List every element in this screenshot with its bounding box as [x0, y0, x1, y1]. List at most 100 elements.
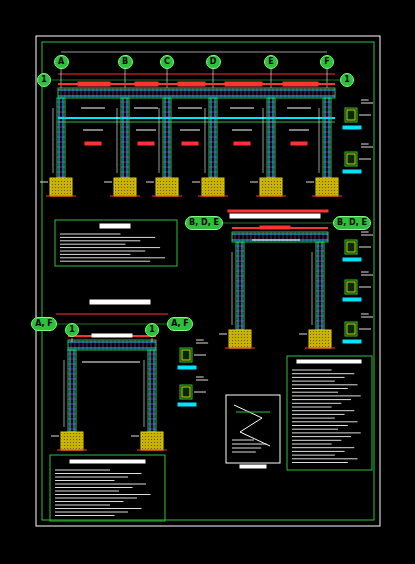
note-mark: [182, 142, 198, 145]
note-line: [292, 451, 345, 452]
axis-bubble: 1: [145, 323, 159, 337]
stirrup: [323, 172, 331, 173]
note-line: [196, 343, 208, 344]
footing: [141, 432, 163, 450]
stirrup: [97, 88, 98, 98]
stirrup: [163, 122, 171, 123]
stirrup: [129, 88, 130, 98]
stirrup: [236, 266, 244, 267]
stirrup: [163, 147, 171, 148]
stirrup: [209, 117, 217, 118]
stirrup: [323, 132, 331, 133]
stirrup: [148, 399, 156, 400]
stirrup: [236, 321, 244, 322]
axis-label: A: [58, 58, 64, 66]
section-stirrup: [347, 324, 355, 334]
section-detail: [180, 385, 192, 399]
leader-line: [359, 329, 371, 330]
stirrup: [119, 340, 120, 350]
stirrup: [321, 88, 322, 98]
stirrup: [163, 107, 171, 108]
tie-beam: [58, 122, 335, 123]
stirrup: [169, 88, 170, 98]
stirrup: [267, 177, 275, 178]
stirrup: [209, 157, 217, 158]
stirrup: [209, 147, 217, 148]
note-mark: [234, 142, 250, 145]
stirrup: [57, 127, 65, 128]
column: [209, 98, 217, 178]
axis-bubble: B, D, E: [333, 216, 371, 230]
stirrup: [57, 152, 65, 153]
dimension-line: [131, 436, 139, 437]
stirrup: [267, 117, 275, 118]
stirrup: [121, 102, 129, 103]
stirrup: [316, 321, 324, 322]
stirrup: [121, 137, 129, 138]
note-line: [55, 498, 137, 499]
stirrup: [285, 88, 286, 98]
footing: [229, 330, 251, 348]
stirrup: [247, 232, 248, 242]
stirrup: [323, 137, 331, 138]
footing-base: [110, 196, 140, 197]
stirrup: [121, 122, 129, 123]
stirrup: [316, 301, 324, 302]
stirrup: [303, 232, 304, 242]
stirrup: [68, 414, 76, 415]
note-line: [232, 448, 261, 449]
stirrup: [91, 340, 92, 350]
note-line: [55, 473, 142, 474]
dimension-line: [319, 108, 320, 173]
dimension-line: [144, 360, 145, 427]
detail-panel: [226, 395, 280, 463]
dimension-line: [40, 182, 48, 183]
stirrup: [201, 88, 202, 98]
stirrup: [236, 326, 244, 327]
stirrup: [163, 152, 171, 153]
section-stirrup: [347, 242, 355, 252]
stirrup: [75, 340, 76, 350]
note-line: [60, 251, 145, 252]
stirrup: [317, 88, 318, 98]
dimension-line: [159, 108, 160, 173]
stirrup: [57, 122, 65, 123]
stirrup: [131, 340, 132, 350]
stirrup: [243, 232, 244, 242]
stirrup: [121, 127, 129, 128]
note-line: [196, 377, 204, 378]
stirrup: [323, 112, 331, 113]
note-line: [292, 440, 341, 441]
note-line: [60, 244, 125, 245]
footing: [260, 178, 282, 196]
rebar: [150, 350, 151, 432]
stirrup: [163, 177, 171, 178]
note-line: [55, 494, 151, 495]
note-line: [361, 144, 369, 145]
rebar: [232, 240, 328, 241]
stirrup: [57, 147, 65, 148]
note-line: [178, 108, 202, 109]
stirrup: [323, 162, 331, 163]
note-line: [55, 505, 110, 506]
stirrup: [209, 102, 217, 103]
rebar: [325, 98, 326, 178]
section-detail: [345, 152, 357, 166]
view-title-bar: [230, 214, 320, 218]
stirrup: [209, 112, 217, 113]
axis-bubble: F: [320, 55, 334, 69]
dimension-line: [146, 182, 154, 183]
rebar: [329, 98, 330, 178]
grid-line: [152, 338, 153, 342]
stirrup: [316, 291, 324, 292]
note-line: [232, 452, 256, 453]
stirrup: [293, 88, 294, 98]
stirrup: [68, 424, 76, 425]
footing: [316, 178, 338, 196]
stirrup: [148, 359, 156, 360]
stirrup: [305, 88, 306, 98]
stirrup: [121, 117, 129, 118]
stirrup: [205, 88, 206, 98]
beam-top: [232, 227, 328, 229]
